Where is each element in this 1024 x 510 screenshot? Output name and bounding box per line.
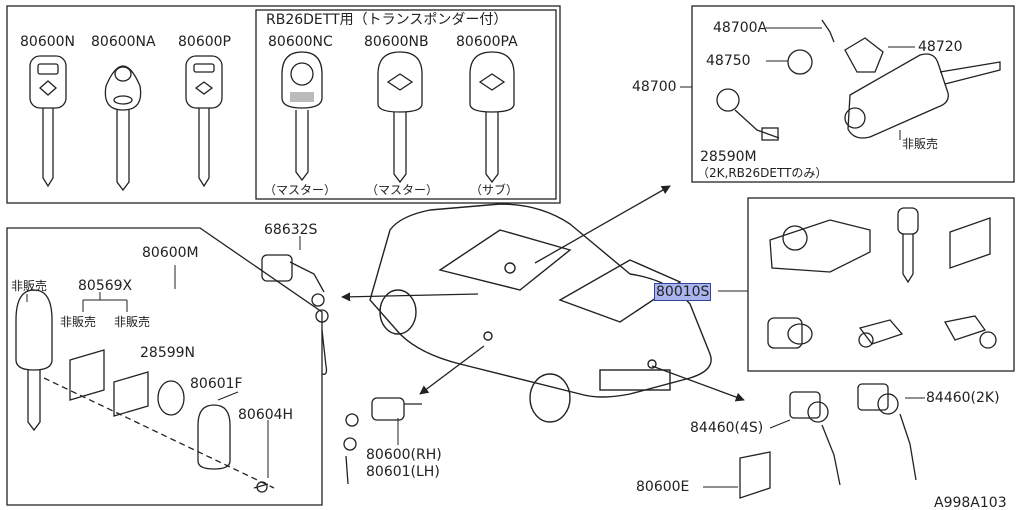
set-box-part-label: 80010S <box>654 283 712 301</box>
key-80600P-label: 80600P <box>178 34 231 50</box>
arrow-to-ignition <box>534 185 671 264</box>
ignition-part-48750: 48750 <box>706 53 751 69</box>
ignition-part-48700A: 48700A <box>713 20 768 36</box>
trunk-lock-label: 68632S <box>264 222 318 238</box>
arrow-to-door <box>419 345 485 395</box>
key-80600N-label: 80600N <box>20 34 76 50</box>
door-lock-rh-label: 80600(RH) <box>366 447 442 463</box>
arrow-to-trunk <box>341 292 479 302</box>
keys-box <box>6 5 561 204</box>
key-parts <box>15 289 275 493</box>
set-box-parts <box>767 207 997 349</box>
retainer-label: 80600E <box>636 479 690 495</box>
key-80600NB-label: 80600NB <box>364 34 429 50</box>
key-80600NA-label: 80600NA <box>91 34 156 50</box>
ignition-box <box>691 5 1015 183</box>
key-80600NA <box>104 65 142 192</box>
key-80600PA-note: （サブ） <box>470 183 519 197</box>
key-parts-not-sold-1: 非販売 <box>11 279 48 293</box>
transponder-subbox <box>255 9 557 200</box>
key-parts-assembly-label: 80600M <box>142 245 199 261</box>
key-80600NB-note: （マスター） <box>366 183 439 197</box>
rear-locks <box>739 383 917 499</box>
key-parts-box <box>6 227 323 506</box>
ignition-note: （2K,RB26DETTのみ） <box>697 166 828 180</box>
key-80600NC <box>281 51 323 182</box>
key-80600NB <box>377 51 423 184</box>
ignition-cylinder <box>716 19 1001 141</box>
set-box <box>747 197 1015 372</box>
key-parts-not-sold-2: 非販売 <box>60 315 97 329</box>
key-80600P <box>185 55 223 188</box>
key-parts-80569X: 80569X <box>78 278 133 294</box>
ignition-part-28590M: 28590M <box>700 149 757 165</box>
door-lock <box>343 397 422 485</box>
arrow-to-rear <box>651 365 745 402</box>
key-80600PA <box>469 51 515 184</box>
key-80600N <box>29 55 67 188</box>
ignition-not-sold: 非販売 <box>902 137 939 151</box>
car-body <box>369 203 712 423</box>
ignition-part-48720: 48720 <box>918 39 963 55</box>
rear-lock-2k-label: 84460(2K) <box>926 390 1000 406</box>
key-parts-28599N: 28599N <box>140 345 196 361</box>
key-parts-not-sold-3: 非販売 <box>114 315 151 329</box>
trunk-lock <box>261 254 329 375</box>
key-80600NC-label: 80600NC <box>268 34 333 50</box>
diagram-code: A998A103 <box>934 495 1007 510</box>
key-80600NC-note: （マスター） <box>264 183 337 197</box>
rear-lock-4s-label: 84460(4S) <box>690 420 764 436</box>
key-parts-80601F: 80601F <box>190 376 243 392</box>
transponder-header: RB26DETT用（トランスポンダー付） <box>266 12 508 28</box>
door-lock-lh-label: 80601(LH) <box>366 464 440 480</box>
ignition-assembly-label: 48700 <box>632 79 677 95</box>
key-parts-80604H: 80604H <box>238 407 294 423</box>
key-80600PA-label: 80600PA <box>456 34 518 50</box>
